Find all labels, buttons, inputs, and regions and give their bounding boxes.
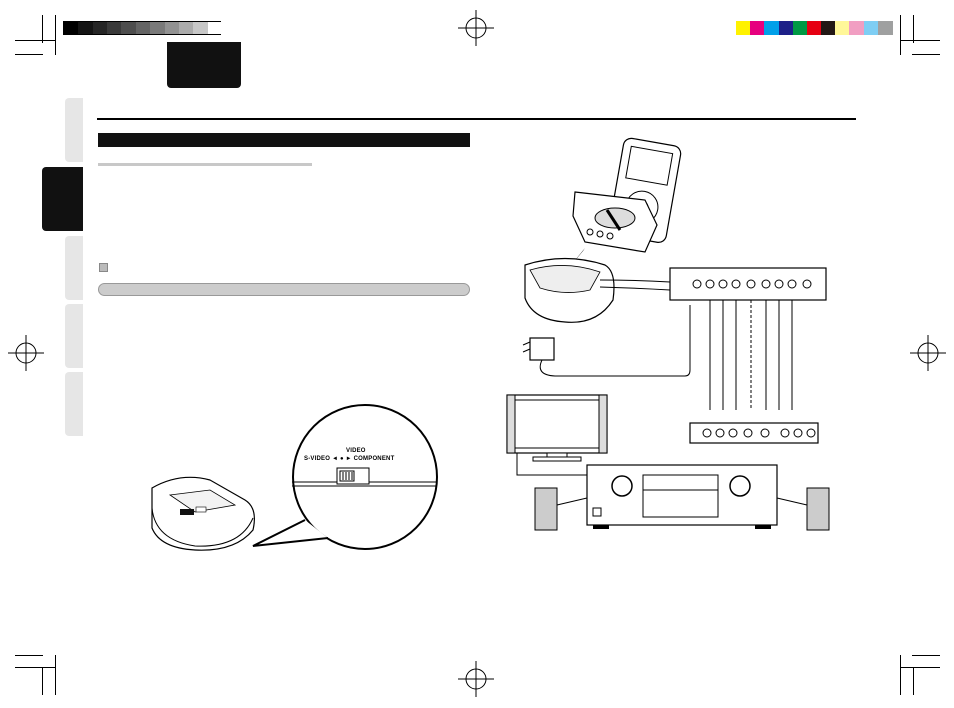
color-swatch (750, 21, 766, 35)
dock-adapter-icon (572, 191, 658, 253)
crop-mark-tr-v (900, 15, 901, 55)
side-tab-2-active (42, 167, 83, 231)
section-heading-bar (98, 133, 470, 147)
registration-target-right (910, 335, 946, 371)
bullet-square (99, 263, 108, 272)
dock-icon (151, 476, 255, 551)
crop-mark-tl-v (55, 15, 56, 55)
color-swatch (863, 21, 879, 35)
crop-mark-br-h2 (912, 655, 940, 656)
gray-swatch (107, 22, 123, 34)
color-swatch (877, 21, 893, 35)
interface-box-icon (669, 267, 827, 301)
crop-mark-bl-h (15, 667, 55, 668)
header-rule (97, 118, 856, 120)
gray-swatch (121, 22, 137, 34)
subheading-bar (98, 283, 470, 296)
crop-mark-bl-v2 (42, 667, 43, 695)
crop-mark-bl-v (55, 655, 56, 695)
tv-icon (506, 394, 608, 462)
gray-swatch (78, 22, 94, 34)
color-swatch (792, 21, 808, 35)
side-tab-5 (65, 372, 83, 436)
power-adapter-icon (522, 337, 555, 361)
gray-swatch (135, 22, 151, 34)
switch-label-video: VIDEO (346, 448, 366, 454)
color-swatch (849, 21, 865, 35)
gray-swatch (178, 22, 194, 34)
language-tab (167, 42, 241, 88)
gray-swatch (64, 22, 79, 34)
dock-switch-figure (151, 404, 438, 551)
gray-scale-bar (63, 21, 223, 35)
subheading-underline (98, 163, 312, 166)
connection-diagram (506, 137, 830, 531)
crop-mark-tr-h2 (912, 54, 940, 55)
switch-callout-circle (292, 404, 438, 550)
crop-mark-br-h (900, 667, 940, 668)
registration-target-bottom (458, 661, 494, 697)
crop-mark-tr-h (900, 40, 940, 41)
gray-swatch (150, 22, 166, 34)
dock-cable (599, 279, 671, 283)
gray-swatch (207, 22, 223, 34)
side-tab-3 (65, 236, 83, 300)
dock-cable-2 (599, 286, 671, 291)
side-tab-1 (65, 98, 83, 162)
crop-mark-bl-h2 (15, 655, 43, 656)
callout-pointer (252, 519, 329, 547)
color-swatch (778, 21, 794, 35)
crop-mark-tl-h2 (15, 54, 43, 55)
color-swatch (806, 21, 822, 35)
gray-swatch (92, 22, 108, 34)
color-bar (736, 21, 893, 35)
power-cable (539, 305, 691, 377)
side-tab-4 (65, 304, 83, 368)
gray-swatch (164, 22, 180, 34)
gray-swatch (193, 22, 209, 34)
speaker-cable-left (556, 497, 588, 506)
crop-mark-br-v2 (913, 667, 914, 695)
crop-mark-br-v (900, 655, 901, 695)
registration-target-left (8, 335, 44, 371)
av-receiver-icon (586, 464, 778, 529)
color-swatch (835, 21, 851, 35)
color-swatch (764, 21, 780, 35)
av-cables (709, 300, 793, 410)
crop-mark-tl-h (15, 40, 55, 41)
speaker-cable-right (776, 497, 808, 506)
tv-receiver-cable (516, 453, 587, 476)
crop-mark-tl-v2 (42, 15, 43, 43)
dock-icon (524, 257, 615, 323)
crop-mark-tr-v2 (913, 15, 914, 43)
registration-target-top (458, 10, 494, 46)
speaker-icon (534, 487, 830, 531)
receiver-jack-panel (689, 422, 819, 444)
switch-label-svideo-component: S-VIDEO ◄ ● ► COMPONENT (304, 456, 395, 462)
color-swatch (821, 21, 837, 35)
color-swatch (736, 21, 751, 35)
